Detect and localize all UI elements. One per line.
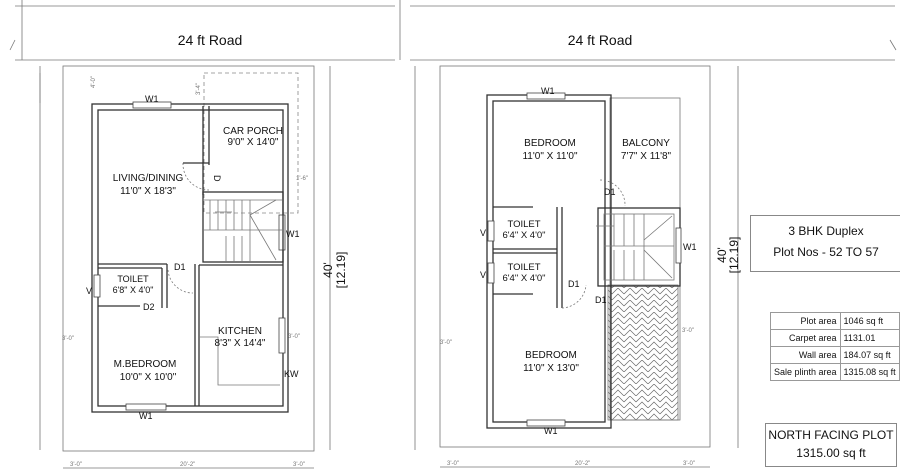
title-box: 3 BHK Duplex Plot Nos - 52 TO 57 — [750, 215, 900, 272]
ground-floor-plan: CAR PORCH 9'0" X 14'0" LIVING/DINING 11'… — [39, 65, 348, 469]
road-label-left: 24 ft Road — [178, 32, 243, 48]
room-name: TOILET — [507, 262, 540, 273]
height-dimension: 40' — [321, 262, 335, 278]
door-tag: D1 — [604, 187, 616, 197]
facing-box: NORTH FACING PLOT 1315.00 sq ft — [765, 423, 897, 467]
door-tag: D1 — [595, 295, 607, 305]
hatched-terrace — [607, 284, 679, 421]
plot-boundary — [439, 65, 711, 448]
ventilator-tag: V — [480, 270, 486, 280]
dimension: 3'-0" — [288, 334, 300, 340]
room-size: 11'0" X 18'3" — [120, 186, 176, 197]
dimension: 3'-0" — [70, 462, 82, 468]
title-line-1: 3 BHK Duplex — [788, 224, 864, 238]
dimension: 3'-0" — [447, 461, 459, 467]
dimension: 1'-6" — [296, 176, 308, 182]
room-size: 8'3" X 14'4" — [215, 338, 266, 349]
first-floor-plan: BEDROOM 11'0" X 11'0" BALCONY 7'7" X 11'… — [414, 65, 741, 468]
facing-line-1: NORTH FACING PLOT — [768, 428, 894, 442]
window-tag: W1 — [286, 229, 300, 239]
dimension: 3'-0" — [62, 336, 74, 342]
room-name: CAR PORCH — [223, 126, 283, 137]
height-dimension: 40' — [715, 247, 729, 263]
window-tag: W1 — [683, 242, 697, 252]
dimension: 3'-4" — [196, 83, 202, 95]
dimension: 20'-2" — [575, 461, 590, 467]
room-name: TOILET — [507, 219, 540, 230]
room-name: M.BEDROOM — [114, 359, 177, 370]
area-label: Carpet area — [770, 329, 841, 347]
area-label: Sale plinth area — [770, 363, 841, 381]
room-name: LIVING/DINING — [113, 173, 184, 184]
room-size: 10'0" X 10'0" — [120, 372, 177, 383]
room-name: KITCHEN — [218, 326, 262, 337]
area-value: 1046 sq ft — [839, 312, 900, 330]
height-dimension-metric: [12.19] — [334, 252, 348, 289]
room-size: 11'0" X 13'0" — [523, 363, 579, 374]
car-porch-outline — [203, 72, 299, 214]
height-dimension-metric: [12.19] — [727, 237, 741, 274]
road-left: 24 ft Road — [9, 0, 395, 61]
area-value: 1315.08 sq ft — [839, 363, 900, 381]
outer-wall — [91, 103, 289, 413]
room-size: 11'0" X 11'0" — [522, 151, 577, 162]
window-tag: W1 — [139, 411, 153, 421]
dimension: 3'-0" — [293, 462, 305, 468]
room-size: 7'7" X 11'8" — [621, 151, 672, 162]
road-label-right: 24 ft Road — [568, 32, 633, 48]
room-name: BEDROOM — [524, 138, 576, 149]
door-tag: D2 — [143, 302, 155, 312]
room-size: 6'4" X 4'0" — [502, 273, 545, 284]
room-size: 6'8" X 4'0" — [113, 285, 154, 295]
window-tag: W1 — [541, 86, 555, 96]
area-value: 184.07 sq ft — [839, 346, 900, 364]
area-value: 1131.01 — [839, 329, 900, 347]
dimension: 3'-0" — [440, 340, 452, 346]
room-name: BEDROOM — [525, 350, 577, 361]
dimension: 3'-0" — [683, 461, 695, 467]
area-label: Plot area — [770, 312, 841, 330]
ventilator-tag: V — [480, 228, 486, 238]
area-label: Wall area — [770, 346, 841, 364]
door-tag: D1 — [174, 262, 186, 272]
room-name: BALCONY — [622, 138, 670, 149]
plot-boundary — [62, 65, 315, 452]
kitchen-window-tag: KW — [284, 369, 299, 379]
ventilator-tag: V — [86, 286, 92, 296]
facing-line-2: 1315.00 sq ft — [796, 446, 866, 460]
road-right: 24 ft Road — [399, 0, 897, 61]
door-tag: D1 — [568, 279, 580, 289]
dimension: 20'-2" — [180, 462, 195, 468]
room-size: 9'0" X 14'0" — [228, 137, 279, 148]
dimension: 4'-0" — [91, 76, 97, 88]
window-tag: W1 — [544, 426, 558, 436]
title-line-2: Plot Nos - 52 TO 57 — [773, 245, 879, 259]
window-tag: W1 — [145, 94, 159, 104]
door-tag: D — [212, 175, 222, 182]
room-name: TOILET — [117, 274, 149, 284]
dimension: 3'-0" — [682, 328, 694, 334]
room-size: 6'4" X 4'0" — [502, 230, 545, 241]
